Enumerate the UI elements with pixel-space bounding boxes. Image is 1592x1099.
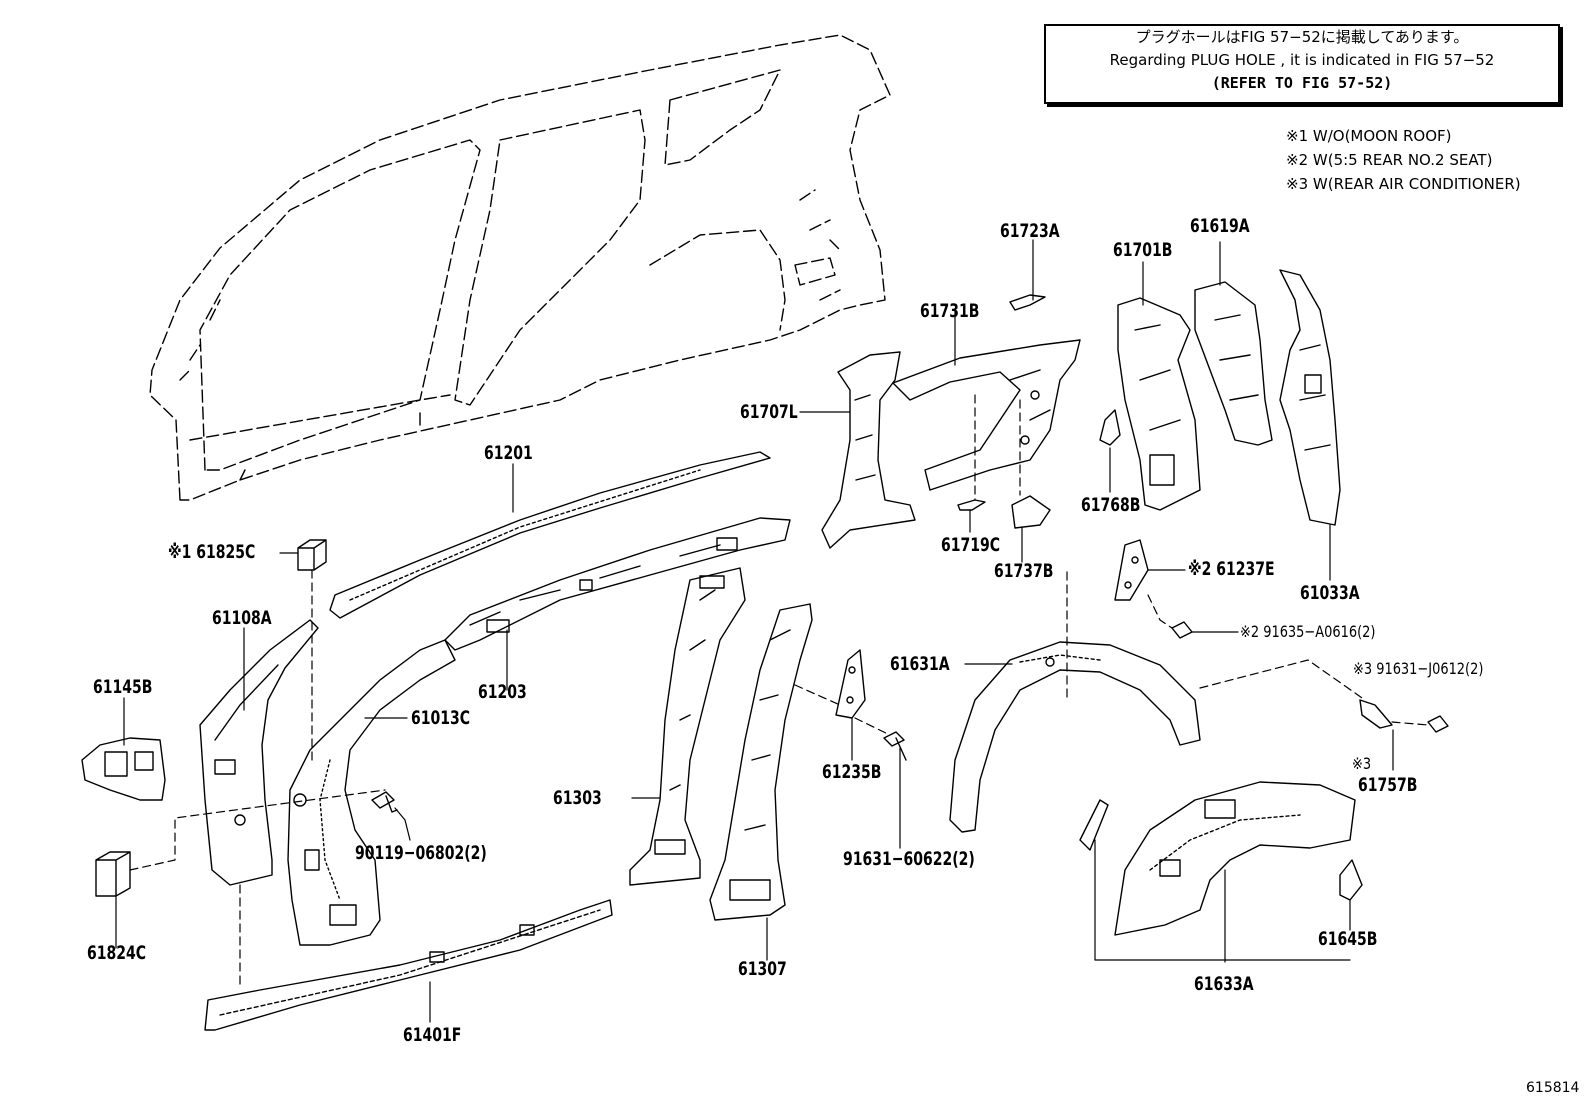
part-61719c-shape <box>957 499 986 511</box>
label-61824c[interactable]: 61824C <box>87 942 147 964</box>
part-61033a-shape <box>1279 269 1341 526</box>
label-61237e[interactable]: ※2 61237E <box>1188 558 1275 580</box>
leader-lines <box>115 239 1394 1023</box>
label-61633a[interactable]: 61633A <box>1194 973 1254 995</box>
part-61825c-shape <box>297 539 327 571</box>
part-61108a-shape <box>199 619 319 886</box>
bolt-90119-shape <box>371 791 398 813</box>
part-61307-shape <box>709 603 813 921</box>
part-61707l-shape <box>821 351 916 549</box>
part-61701b-shape <box>1117 297 1201 511</box>
condition-3: ※3 W(REAR AIR CONDITIONER) <box>1286 175 1521 193</box>
part-61203-shape <box>444 517 791 651</box>
part-61235b-shape <box>835 649 866 719</box>
part-61145b-shape <box>81 737 166 801</box>
label-61757b[interactable]: 61757B <box>1358 774 1418 796</box>
part-61619a-shape <box>1194 281 1273 446</box>
bolt-91635-shape <box>1171 621 1193 639</box>
note-box: プラグホールはFIG 57−52に掲載してあります。 Regarding PLU… <box>1044 24 1560 104</box>
part-61731b-shape <box>892 339 1081 491</box>
label-61825c[interactable]: ※1 61825C <box>168 541 256 563</box>
note-line-reference: (REFER TO FIG 57-52) <box>1211 74 1393 92</box>
part-61237e-shape <box>1114 539 1149 601</box>
label-61303[interactable]: 61303 <box>553 787 602 809</box>
label-61201[interactable]: 61201 <box>484 442 533 464</box>
label-91635-a0616[interactable]: ※2 91635−A0616(2) <box>1240 622 1376 641</box>
label-61723a[interactable]: 61723A <box>1000 220 1060 242</box>
part-61631a-shape <box>949 641 1201 833</box>
condition-1: ※1 W/O(MOON ROOF) <box>1286 127 1452 145</box>
part-61723a-shape <box>1009 294 1046 311</box>
note-line-english: Regarding PLUG HOLE , it is indicated in… <box>1109 51 1495 69</box>
note-line-japanese: プラグホールはFIG 57−52に掲載してあります。 <box>1135 28 1469 46</box>
bolt-91631-j0612-shape <box>1427 715 1449 733</box>
label-61235b[interactable]: 61235B <box>822 761 882 783</box>
part-61633a-shape <box>1079 781 1356 936</box>
condition-2: ※2 W(5:5 REAR NO.2 SEAT) <box>1286 151 1493 169</box>
condition-legend: ※1 W/O(MOON ROOF) ※2 W(5:5 REAR NO.2 SEA… <box>1286 124 1521 196</box>
part-61645b-shape <box>1339 859 1363 901</box>
label-61701b[interactable]: 61701B <box>1113 239 1173 261</box>
figure-number: 615814 <box>1526 1080 1580 1096</box>
label-61401f[interactable]: 61401F <box>403 1024 462 1046</box>
label-61719c[interactable]: 61719C <box>941 534 1001 556</box>
label-61013c[interactable]: 61013C <box>411 707 471 729</box>
label-61619a[interactable]: 61619A <box>1190 215 1250 237</box>
label-61307[interactable]: 61307 <box>738 958 787 980</box>
label-61737b[interactable]: 61737B <box>994 560 1054 582</box>
part-61201-shape <box>329 451 771 619</box>
label-91631-j0612[interactable]: ※3 91631−J0612(2) <box>1353 659 1484 678</box>
part-61401f-shape <box>204 899 613 1031</box>
label-61645b[interactable]: 61645B <box>1318 928 1378 950</box>
body-side-outline <box>149 34 891 501</box>
part-61737b-shape <box>1011 495 1051 529</box>
part-61757b-shape <box>1359 699 1393 729</box>
dashed-guides <box>129 394 1429 986</box>
bolt-91631-60622-shape <box>883 731 907 761</box>
label-61757b-condition-mark: ※3 <box>1352 754 1372 773</box>
part-61303-shape <box>629 567 746 886</box>
part-61013c-shape <box>287 639 456 946</box>
label-61203[interactable]: 61203 <box>478 681 527 703</box>
label-90119-06802[interactable]: 90119−06802(2) <box>355 842 487 864</box>
label-61731b[interactable]: 61731B <box>920 300 980 322</box>
label-91631-60622[interactable]: 91631−60622(2) <box>843 848 975 870</box>
label-61707l[interactable]: 61707L <box>740 401 798 423</box>
part-61768b-shape <box>1099 409 1121 446</box>
label-61033a[interactable]: 61033A <box>1300 582 1360 604</box>
label-61145b[interactable]: 61145B <box>93 676 153 698</box>
label-61768b[interactable]: 61768B <box>1081 494 1141 516</box>
part-61824c-shape <box>95 851 131 897</box>
label-61108a[interactable]: 61108A <box>212 607 272 629</box>
label-61631a[interactable]: 61631A <box>890 653 950 675</box>
